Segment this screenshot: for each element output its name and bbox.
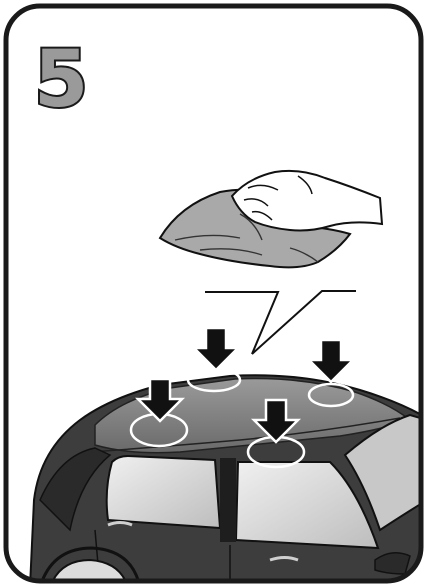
car-illustration [28,374,421,581]
down-arrow-icon [190,326,242,372]
callout-pointer [205,290,356,355]
cloth-fold [174,213,319,263]
cloth [158,188,352,269]
rear-pillar [39,447,112,532]
down-arrow-icon [250,398,302,444]
spot-ellipse [307,382,355,408]
side-mirror [374,552,411,575]
front-window [234,461,380,550]
wheel-arch [38,546,142,581]
finger-lines [243,175,313,221]
b-pillar [220,458,236,542]
down-arrow-icon [305,338,357,384]
step-number: 5 [34,35,88,125]
panel-frame [3,3,424,584]
door-handle [107,521,299,562]
down-arrows [134,326,357,444]
roof-line [89,417,401,453]
hand [230,169,384,232]
rear-window [105,454,222,530]
hand-wiping-cloth-icon [158,169,384,269]
windshield [343,413,421,532]
down-arrow-icon [134,377,186,423]
